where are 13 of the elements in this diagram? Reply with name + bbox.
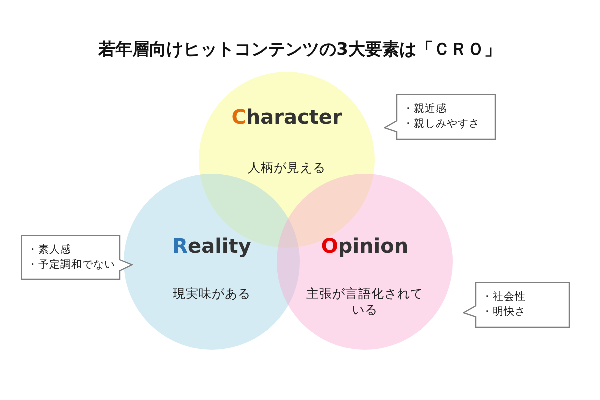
circle-text: 現実味がある	[172, 286, 252, 302]
bullet-text: ・親近感	[403, 102, 447, 116]
bullet-text: ・明快さ	[482, 305, 526, 319]
bullet-text: ・親しみやすさ	[403, 117, 480, 131]
bullet-text: ・素人感	[28, 243, 72, 257]
circle-heading: Opinion	[321, 234, 409, 258]
circle-heading: Reality	[172, 234, 252, 258]
circle-text: 主張が言語化されている	[306, 286, 424, 318]
circle-text: 人柄が見える	[247, 160, 327, 176]
bullet-text: ・予定調和でない	[28, 258, 116, 272]
bullet-text: ・社会性	[482, 290, 526, 304]
circle-heading: Character	[232, 105, 342, 129]
title: 若年層向けヒットコンテンツの3大要素は「ＣＲＯ」	[97, 39, 502, 61]
